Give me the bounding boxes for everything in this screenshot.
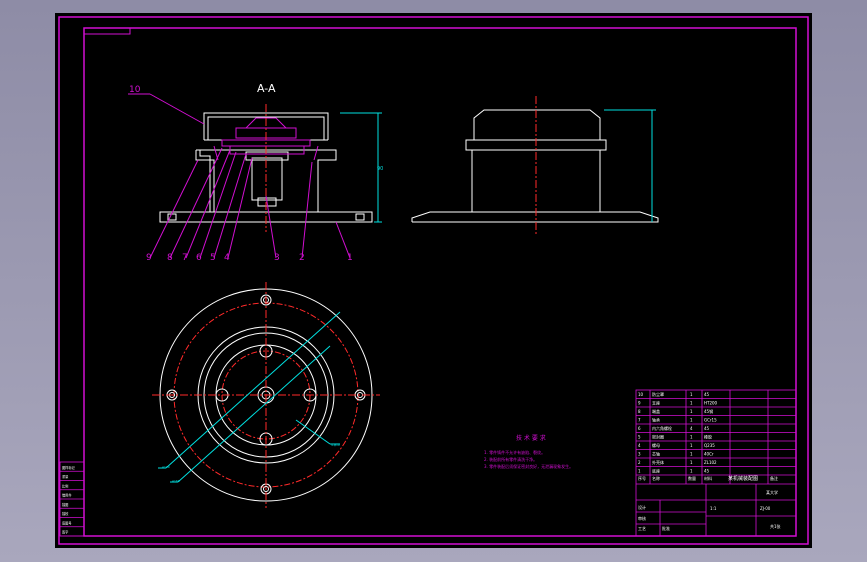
dim-tag-1: φ120 (162, 465, 170, 469)
bom-cell-name: 内六角螺栓 (652, 425, 672, 431)
bom-cell-material: 橡胶 (704, 434, 712, 440)
notes-heading: 技 术 要 求 (516, 434, 546, 442)
notes-line-2: 2. 装配前所有零件清洗干净。 (484, 456, 537, 462)
side-table-cell: 比例 (62, 483, 68, 488)
callout-10: 10 (129, 85, 141, 95)
tb-row-1: 设计 (638, 504, 646, 510)
bom-cell-qty: 4 (690, 426, 693, 431)
side-table-cell: 签字 (62, 530, 68, 535)
bom-cell-name: 支座 (652, 400, 660, 406)
bom-cell-material: 45 (704, 469, 710, 474)
drawing-title: 某机械装配图 (728, 475, 758, 482)
scale-text: 1:1 (710, 506, 717, 511)
bom-cell-name: 端盖 (652, 408, 660, 414)
bom-cell-no: 9 (638, 401, 641, 406)
corner-tag (83, 27, 131, 35)
bom-header-material: 材料 (704, 475, 712, 481)
bom-cell-no: 6 (638, 426, 641, 431)
bom-cell-qty: 1 (690, 392, 693, 397)
callout-5: 5 (210, 253, 216, 263)
callout-9: 9 (146, 253, 152, 263)
company: 某大学 (766, 489, 778, 495)
sheet-border (58, 16, 809, 545)
bom-cell-qty: 1 (690, 469, 693, 474)
side-table-cell: 底图号 (62, 520, 72, 525)
inner-border (83, 27, 797, 537)
bom-cell-material: Q235 (704, 443, 715, 448)
tb-row-2: 审核 (638, 515, 646, 521)
bom-cell-no: 2 (638, 460, 641, 465)
bom-cell-no: 5 (638, 435, 641, 440)
bom-cell-name: 防尘罩 (652, 391, 664, 397)
side-table-cell: 描图 (62, 502, 68, 507)
bom-cell-material: 45 (704, 426, 710, 431)
elevation-view (411, 96, 659, 236)
bom-cell-no: 4 (638, 443, 641, 448)
bom-cell-no: 7 (638, 418, 641, 423)
bom-cell-no: 3 (638, 452, 641, 457)
side-table-cell: 描校 (62, 511, 69, 516)
section-view: A-A 90 (128, 82, 383, 259)
bom-cell-no: 10 (638, 392, 644, 397)
tb-row-3: 工艺 (638, 526, 646, 531)
side-table (59, 461, 85, 537)
callout-1: 1 (347, 253, 353, 263)
bom-cell-qty: 1 (690, 409, 693, 414)
callout-6: 6 (196, 253, 202, 263)
bom-cell-name: 轴承 (652, 417, 660, 423)
side-table-cell: 图样标记 (62, 465, 76, 470)
bom-cell-qty: 1 (690, 401, 693, 406)
part-callouts: 10 9 8 7 6 5 4 3 2 1 (129, 85, 353, 263)
bom-cell-material: ZL102 (704, 460, 717, 465)
callout-4: 4 (224, 253, 230, 263)
bom-cell-qty: 1 (690, 452, 693, 457)
bom-cell-name: 外壳体 (652, 459, 664, 465)
side-table-cell: 重量 (62, 474, 69, 479)
bom-cell-material: GCr15 (704, 418, 717, 423)
bom-cell-material: HT200 (704, 401, 718, 406)
bom-cell-name: 密封圈 (652, 434, 664, 440)
callout-8: 8 (167, 253, 173, 263)
callout-2: 2 (299, 253, 305, 263)
bom-header-qty: 数量 (688, 475, 696, 481)
bom-header-no: 序号 (638, 475, 646, 481)
dim-tag-3: 4-φ10 (331, 443, 340, 447)
bom-cell-qty: 1 (690, 460, 693, 465)
bom-cell-material: 45 (704, 392, 710, 397)
bom-header-name: 名称 (652, 475, 660, 481)
title-block: 某机械装配图 某大学 ZJ-00 1:1 共1张 设计 审核 工艺 批准 (638, 475, 781, 531)
callout-3: 3 (274, 253, 280, 263)
section-label: A-A (257, 82, 276, 95)
bom-cell-qty: 1 (690, 418, 693, 423)
bom-cell-qty: 1 (690, 443, 693, 448)
dim-tag-2: φ160 (172, 479, 180, 483)
technical-notes: 技 术 要 求 1. 零件铸件不允许有缺陷、裂纹。 2. 装配前所有零件清洗干净… (484, 434, 573, 469)
sheet-count: 共1张 (770, 523, 781, 529)
bom-cell-name: 芯轴 (652, 451, 660, 457)
bom-cell-material: 40Cr (704, 452, 714, 457)
dimension-value: 90 (377, 166, 383, 172)
bom-cell-qty: 1 (690, 435, 693, 440)
bom-cell-material: 45钢 (704, 408, 713, 414)
bom-cell-no: 8 (638, 409, 641, 414)
bom-cell-name: 螺母 (652, 442, 660, 448)
bom-header-note: 备注 (770, 475, 778, 481)
notes-line-1: 1. 零件铸件不允许有缺陷、裂纹。 (484, 449, 545, 455)
callout-7: 7 (182, 253, 188, 263)
bom-table (635, 389, 797, 537)
notes-line-3: 3. 零件装配后须保证密封良好，无泄漏现象发生。 (484, 463, 573, 469)
bom-cell-name: 底座 (652, 468, 660, 474)
drawing-number: ZJ-00 (760, 506, 771, 511)
side-table-cell: 借用件 (62, 493, 72, 498)
plan-view: φ120 φ160 4-φ10 (152, 282, 380, 508)
bom-header: 序号 名称 数量 材料 备注 (638, 475, 778, 481)
tb-row-4: 批准 (662, 525, 670, 531)
bom-cell-no: 1 (638, 469, 641, 474)
